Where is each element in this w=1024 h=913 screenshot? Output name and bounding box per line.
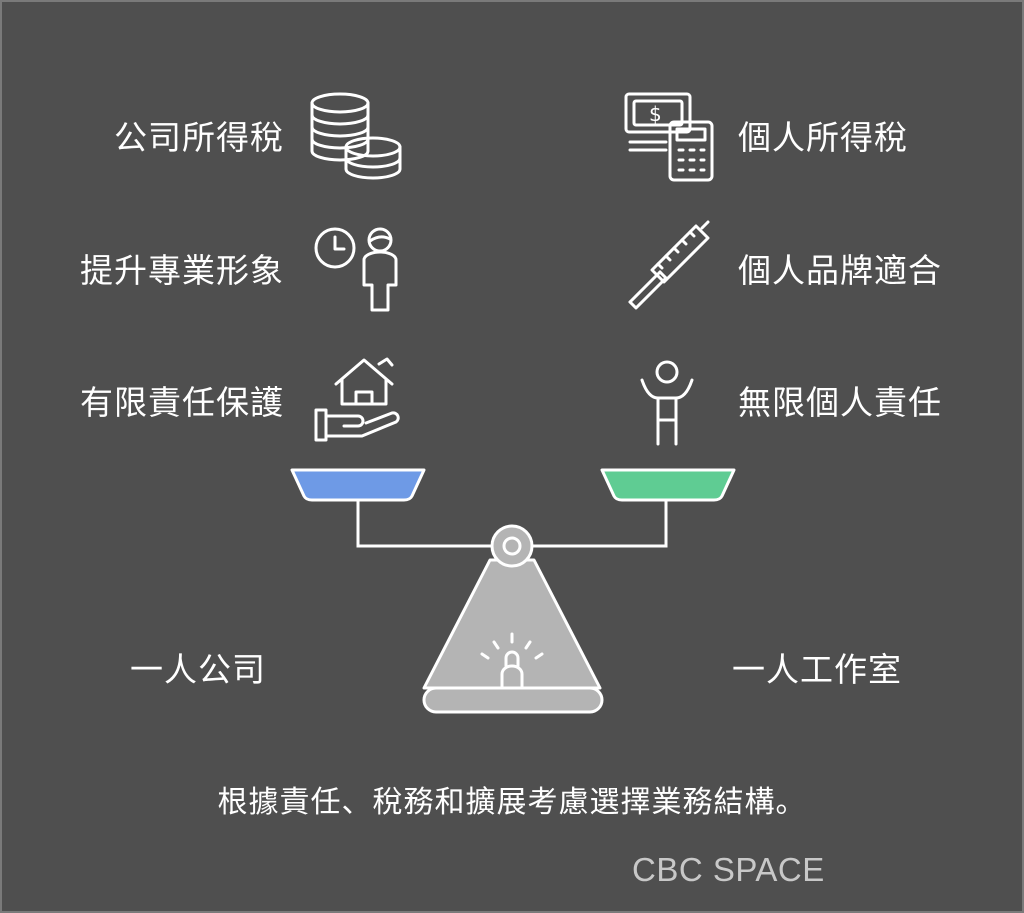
clock-person-icon <box>314 227 398 312</box>
brand-mark: CBC SPACE <box>632 851 825 888</box>
right-item-1-label: 個人所得稅 <box>738 118 908 157</box>
right-pan <box>600 468 736 502</box>
right-item-2-label: 個人品牌適合 <box>738 251 942 290</box>
coin-stacks-icon <box>310 92 402 180</box>
left-item-2-label: 提升專業形象 <box>80 251 284 290</box>
left-item-1-label: 公司所得稅 <box>114 118 284 157</box>
right-structure-label: 一人工作室 <box>732 650 902 689</box>
house-in-hand-icon <box>314 357 400 442</box>
fulcrum <box>422 558 602 690</box>
left-pan <box>290 468 426 502</box>
person-arms-up-icon <box>640 360 694 446</box>
pivot <box>490 524 534 568</box>
pivot-center <box>502 536 522 556</box>
caption: 根據責任、稅務和擴展考慮選擇業務結構。 <box>217 785 807 820</box>
left-item-3-label: 有限責任保護 <box>80 383 284 422</box>
scale-base <box>422 686 604 714</box>
brush-icon <box>628 220 710 310</box>
cash-calculator-icon: $ <box>624 92 714 182</box>
light-icon <box>480 632 544 690</box>
svg-text:$: $ <box>649 102 662 126</box>
right-item-3-label: 無限個人責任 <box>738 383 942 422</box>
left-structure-label: 一人公司 <box>130 650 266 689</box>
